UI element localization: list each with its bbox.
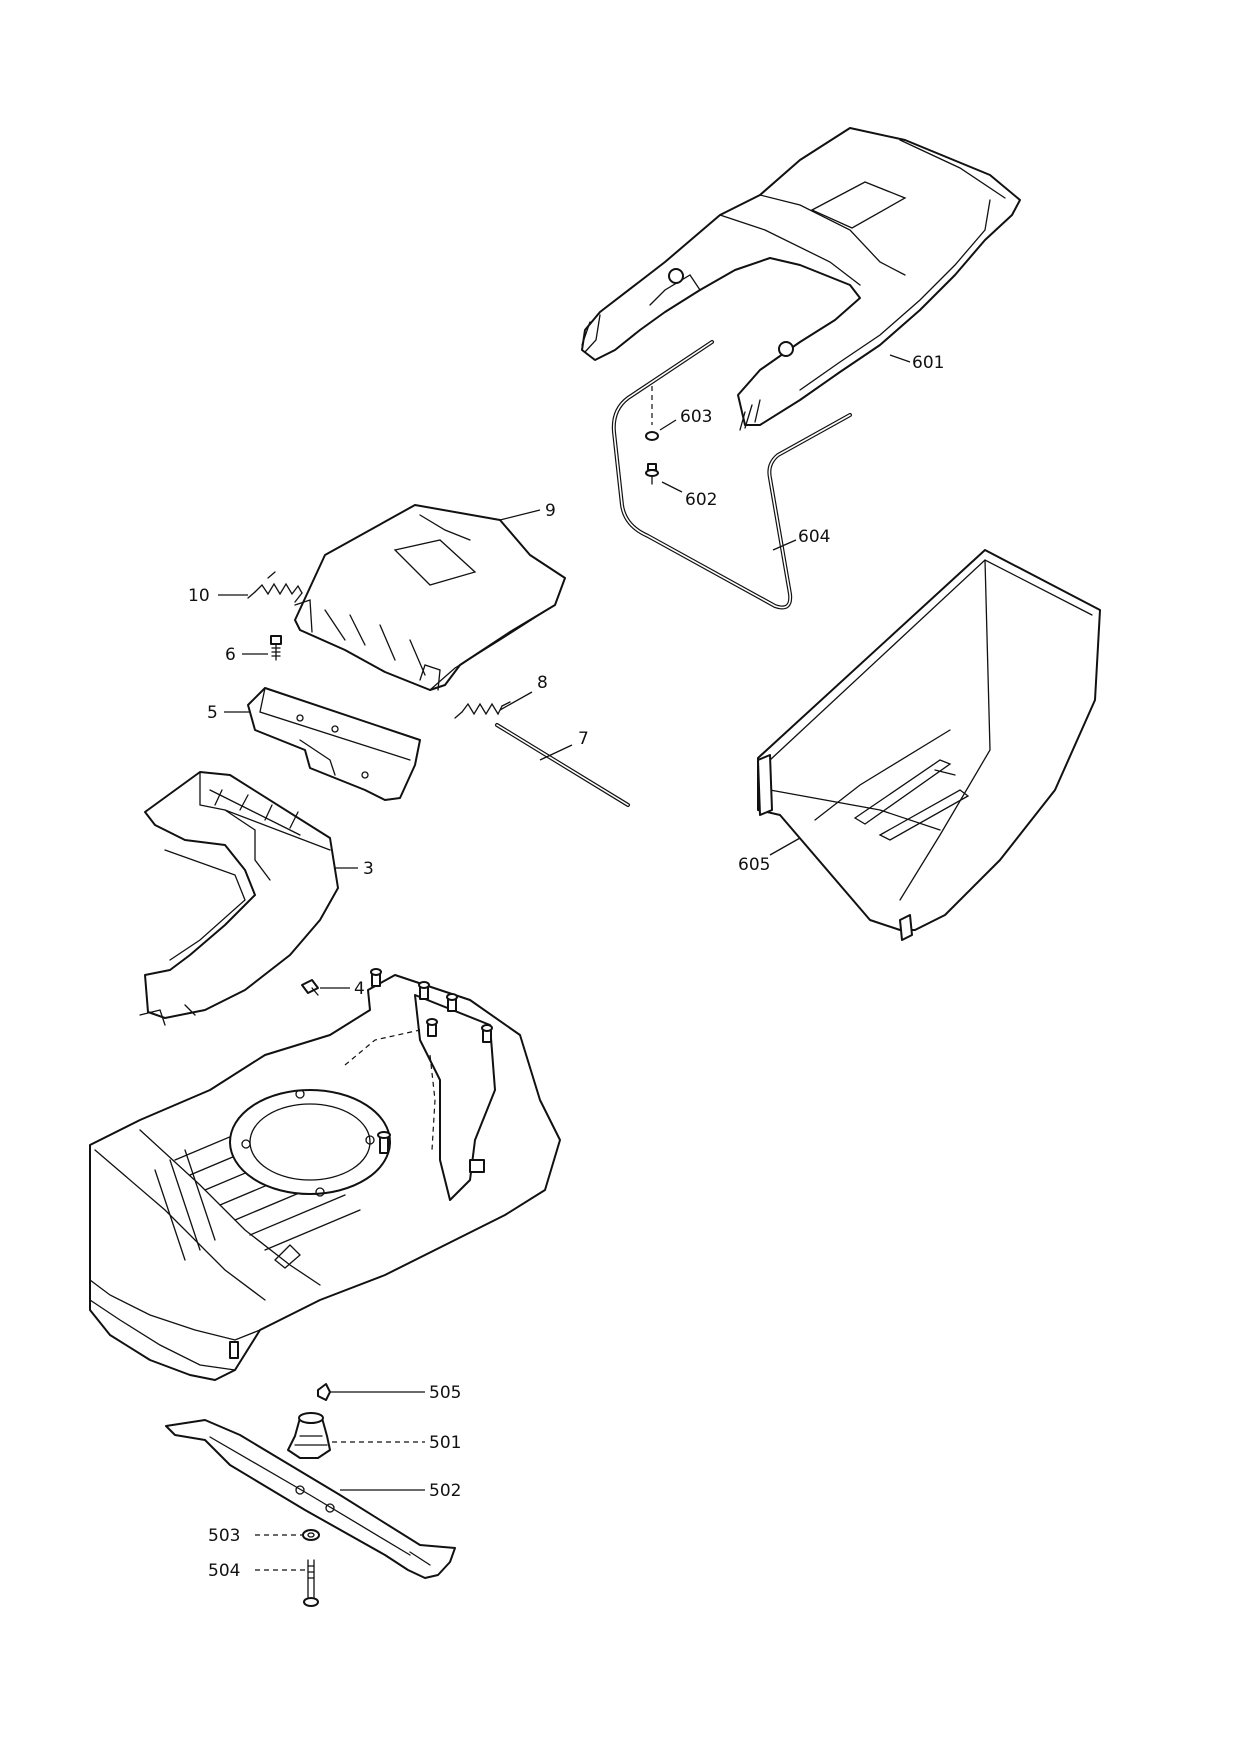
- callout-503: 503: [208, 1526, 240, 1546]
- callout-3: 3: [363, 859, 374, 879]
- part-605-catcher-bag: [757, 549, 1101, 941]
- part-4-screw: [301, 979, 319, 996]
- callout-labels: 601 603 602 604 605 9 10 6 5 8 7 3 4 505…: [188, 353, 944, 1581]
- callout-602: 602: [685, 490, 717, 510]
- part-9-rear-flap: [294, 504, 566, 691]
- callout-10: 10: [188, 586, 210, 606]
- callout-501: 501: [429, 1433, 461, 1453]
- part-502-blade: [165, 1419, 456, 1579]
- part-6-screw: [270, 635, 282, 661]
- part-602-screw: [645, 463, 659, 485]
- part-603-washer: [645, 386, 659, 441]
- part-501-blade-adapter: [287, 1412, 331, 1459]
- part-3-chute-deflector: [139, 771, 339, 1026]
- part-5-hinge-bracket: [247, 687, 421, 801]
- part-601-catcher-top: [581, 127, 1021, 431]
- part-504-bolt: [303, 1559, 319, 1607]
- callout-5: 5: [207, 703, 218, 723]
- leader-lines: [218, 354, 911, 1571]
- callout-601: 601: [912, 353, 944, 373]
- callout-7: 7: [578, 729, 589, 749]
- callout-505: 505: [429, 1383, 461, 1403]
- callout-604: 604: [798, 527, 830, 547]
- mower-deck-housing: [89, 968, 561, 1381]
- part-503-washer: [302, 1529, 320, 1541]
- part-505-key: [317, 1383, 331, 1401]
- callout-603: 603: [680, 407, 712, 427]
- callout-502: 502: [429, 1481, 461, 1501]
- part-7-rod: [495, 723, 630, 807]
- part-8-spring: [454, 701, 511, 719]
- callout-504: 504: [208, 1561, 240, 1581]
- part-10-spring: [247, 571, 303, 603]
- callout-4: 4: [354, 979, 365, 999]
- callout-9: 9: [545, 501, 556, 521]
- callout-8: 8: [537, 673, 548, 693]
- part-604-bail-wire: [611, 340, 852, 610]
- callout-605: 605: [738, 855, 770, 875]
- callout-6: 6: [225, 645, 236, 665]
